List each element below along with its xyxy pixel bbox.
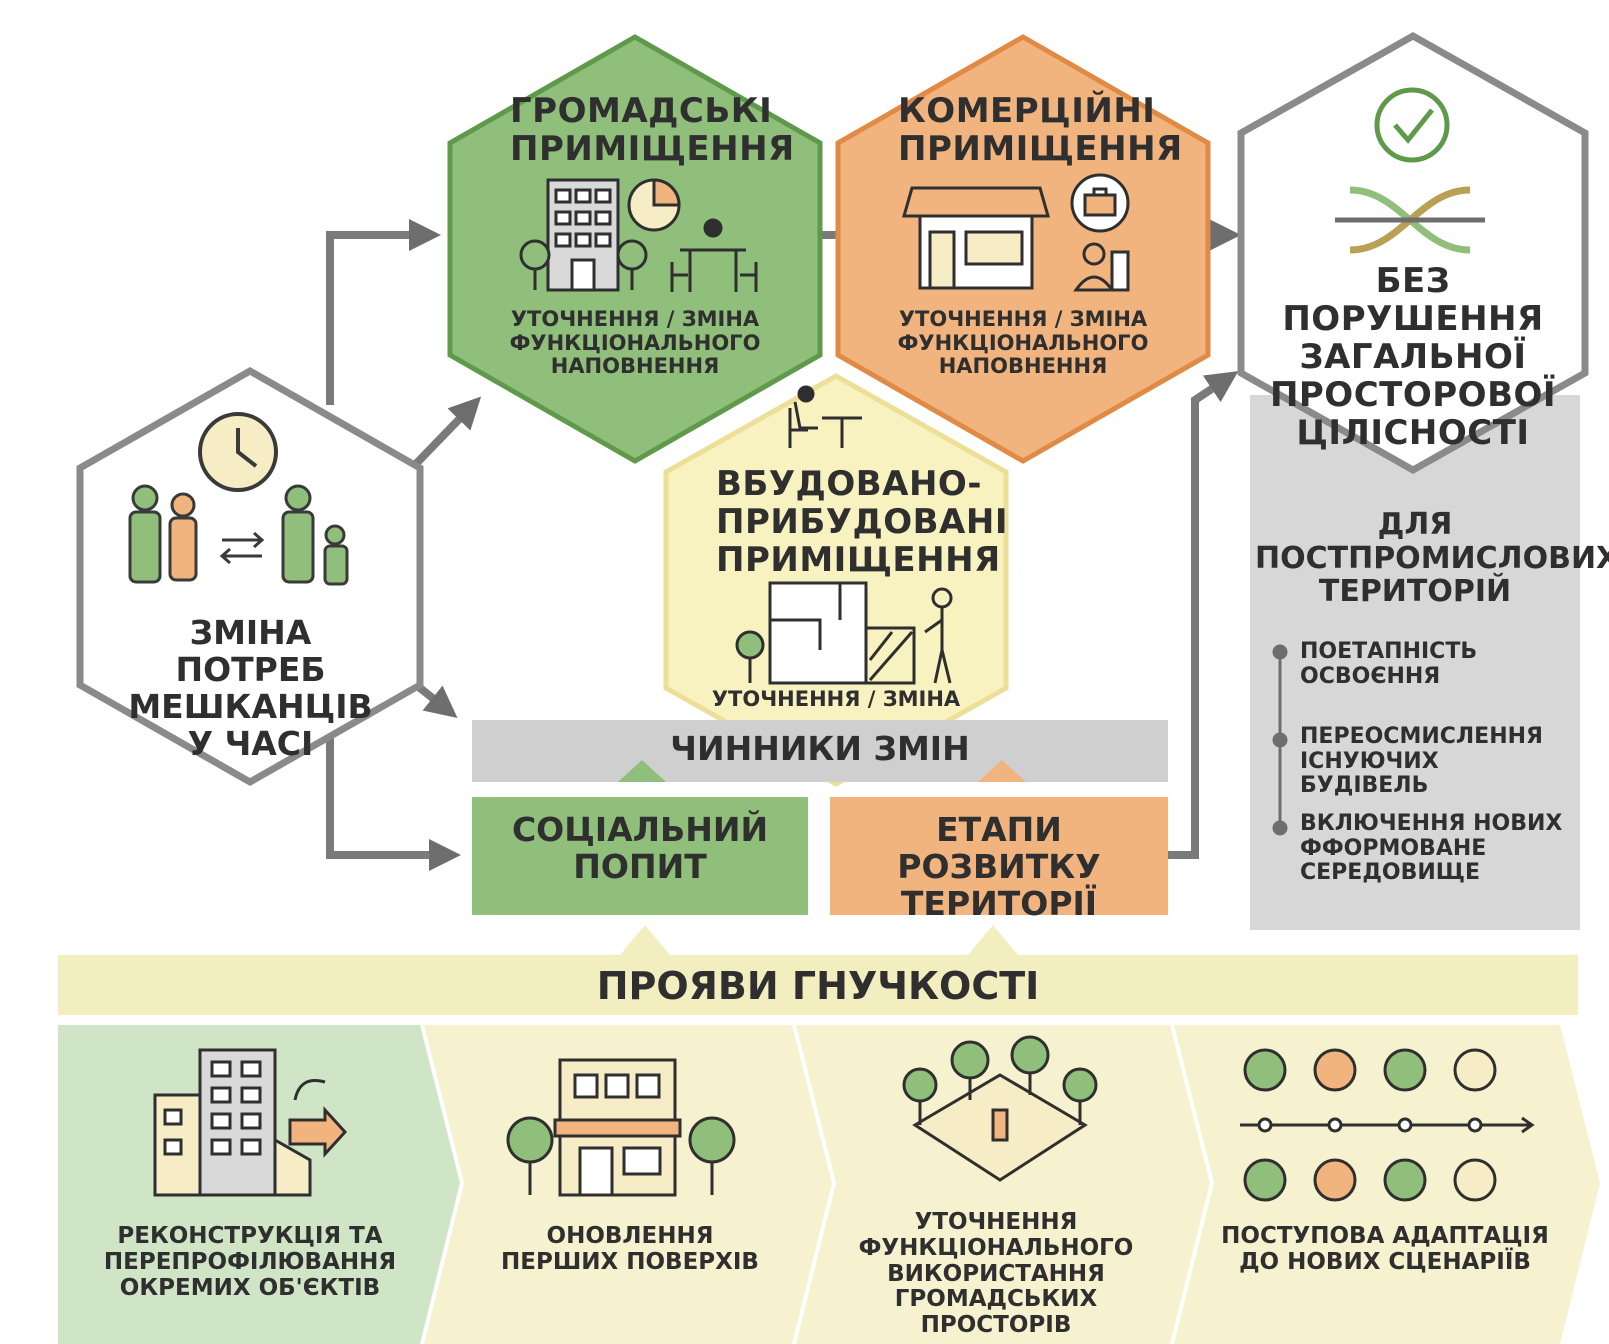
office-worker-icon: [1073, 242, 1130, 292]
factor-up-arrow-right: [978, 760, 1026, 782]
family-icon: [128, 484, 349, 586]
timeline-bullets: [1272, 644, 1288, 836]
clock-icon: [198, 412, 278, 492]
factor-stages-label: ЕТАПИ РОЗВИТКУ ТЕРИТОРІЇ: [897, 810, 1101, 923]
flexibility-bar: [58, 955, 1578, 1015]
builtin-subtitle: УТОЧНЕННЯ / ЗМІНА: [711, 687, 961, 711]
flex-step-3-bg: [796, 1025, 1210, 1344]
postindustrial-panel: [1250, 395, 1580, 930]
hex-residents: [76, 366, 424, 787]
desk-worker-icon: [670, 218, 758, 292]
postindustrial-item-2: ПЕРЕОСМИСЛЕННЯ ІСНУЮЧИХ БУДІВЕЛЬ: [1300, 724, 1543, 799]
commercial-subtitle: УТОЧНЕННЯ / ЗМІНА ФУНКЦІОНАЛЬНОГО НАПОВН…: [897, 307, 1149, 379]
postindustrial-item-1: ПОЕТАПНІСТЬ ОСВОЄННЯ: [1300, 639, 1478, 689]
floorplan-icon: [735, 581, 953, 685]
scenario-timeline-icon: [1240, 1048, 1535, 1202]
flexibility-title: ПРОЯВИ ГНУЧКОСТІ: [596, 964, 1040, 1008]
interchange-icon: [1335, 186, 1485, 254]
office-building-icon: [519, 178, 648, 292]
postindustrial-title: ДЛЯ ПОСТПРОМИСЛОВИХ ТЕРИТОРІЙ: [1255, 507, 1609, 610]
flex-step-2-label: ОНОВЛЕННЯ ПЕРШИХ ПОВЕРХІВ: [501, 1223, 759, 1275]
briefcase-bubble-icon: [1070, 173, 1130, 233]
flex-step-1-label: РЕКОНСТРУКЦІЯ ТА ПЕРЕПРОФІЛЮВАННЯ ОКРЕМИ…: [103, 1223, 397, 1301]
desk-worker-icon: [788, 385, 862, 448]
factors-title: ЧИННИКИ ЗМІН: [670, 729, 970, 768]
commercial-title: КОМЕРЦІЙНІ ПРИМІЩЕННЯ: [898, 91, 1183, 170]
factor-social-box: [472, 797, 808, 915]
park-square-icon: [902, 1035, 1098, 1182]
checkmark-icon: [1374, 87, 1450, 163]
shop-icon: [902, 186, 1050, 290]
flex-step-3-label: УТОЧНЕННЯ ФУНКЦІОНАЛЬНОГО ВИКОРИСТАННЯ Г…: [858, 1209, 1134, 1338]
flex-step-4-label: ПОСТУПОВА АДАПТАЦІЯ ДО НОВИХ СЦЕНАРІЇВ: [1221, 1223, 1549, 1275]
factor-up-arrow-left: [618, 760, 666, 782]
clock-chart-icon: [627, 178, 681, 232]
postindustrial-item-3: ВКЛЮЧЕННЯ НОВИХ ФФОРМОВАНЕ СЕРЕДОВИЩЕ: [1300, 811, 1563, 886]
factor-stages-box: [830, 797, 1168, 915]
builtin-title: ВБУДОВАНО-ПРИБУДОВАНІ ПРИМІЩЕННЯ: [716, 464, 1008, 581]
hex-integrity: [1237, 31, 1589, 475]
public-subtitle: УТОЧНЕННЯ / ЗМІНА ФУНКЦІОНАЛЬНОГО НАПОВН…: [509, 307, 761, 379]
swap-arrows-icon: [219, 531, 265, 565]
flex-up-arrow-left: [620, 925, 670, 955]
building-arrow-icon: [153, 1048, 348, 1197]
integrity-title: БЕЗ ПОРУШЕННЯ ЗАГАЛЬНОЇ ПРОСТОРОВОЇ ЦІЛІ…: [1269, 261, 1557, 454]
factor-social-label: СОЦІАЛЬНИЙ ПОПИТ: [511, 810, 769, 886]
flex-up-arrow-right: [968, 925, 1018, 955]
residents-title: ЗМІНА ПОТРЕБ МЕШКАНЦІВ У ЧАСІ: [128, 613, 373, 763]
public-title: ГРОМАДСЬКІ ПРИМІЩЕННЯ: [510, 91, 795, 170]
storefront-icon: [506, 1058, 736, 1197]
factors-bar: [472, 720, 1168, 782]
